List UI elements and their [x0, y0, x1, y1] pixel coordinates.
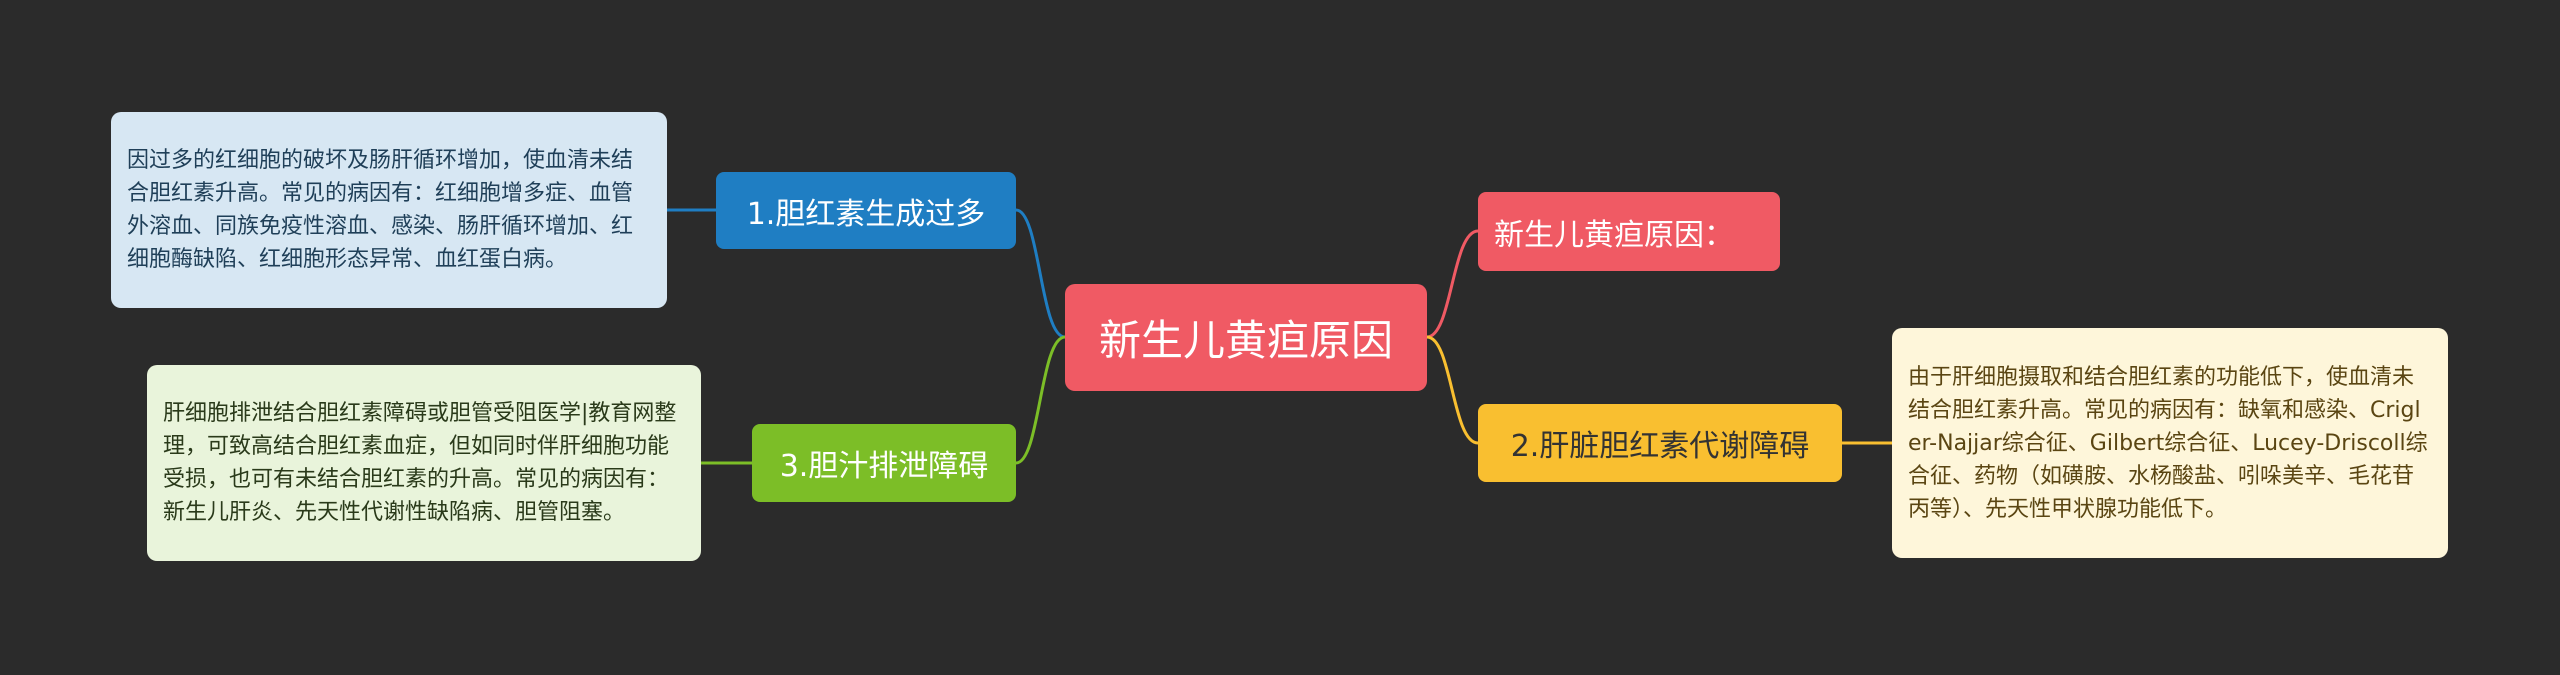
description-node-1[interactable]: 因过多的红细胞的破坏及肠肝循环增加，使血清未结合胆红素升高。常见的病因有：红细胞… — [111, 112, 667, 308]
description-node-3[interactable]: 肝细胞排泄结合胆红素障碍或胆管受阻医学|教育网整理，可致高结合胆红素血症，但如同… — [147, 365, 701, 561]
branch-node-1[interactable]: 1.胆红素生成过多 — [716, 172, 1016, 249]
branch-node-2[interactable]: 2.肝脏胆红素代谢障碍 — [1478, 404, 1842, 482]
central-topic-label: 新生儿黄疸原因 — [1098, 316, 1393, 365]
description-2-text: 由于肝细胞摄取和结合胆红素的功能低下，使血清未结合胆红素升高。常见的病因有：缺氧… — [1908, 364, 2428, 522]
link-central-to-branch-title — [1426, 229, 1479, 339]
branch-node-3[interactable]: 3.胆汁排泄障碍 — [752, 424, 1016, 502]
branch-2-label: 2.肝脏胆红素代谢障碍 — [1510, 429, 1810, 464]
link-central-to-branch-1 — [1015, 208, 1066, 339]
link-central-to-branch-2 — [1426, 335, 1479, 445]
description-node-2[interactable]: 由于肝细胞摄取和结合胆红素的功能低下，使血清未结合胆红素升高。常见的病因有：缺氧… — [1892, 328, 2448, 558]
central-topic[interactable]: 新生儿黄疸原因 — [1065, 284, 1427, 391]
branch-3-label: 3.胆汁排泄障碍 — [779, 449, 989, 484]
link-central-to-branch-3 — [1015, 335, 1066, 465]
branch-title-label: 新生儿黄疸原因： — [1494, 217, 1734, 253]
description-3-text: 肝细胞排泄结合胆红素障碍或胆管受阻医学|教育网整理，可致高结合胆红素血症，但如同… — [163, 401, 677, 525]
description-1-text: 因过多的红细胞的破坏及肠肝循环增加，使血清未结合胆红素升高。常见的病因有：红细胞… — [127, 148, 634, 272]
branch-1-label: 1.胆红素生成过多 — [746, 196, 986, 232]
branch-node-title[interactable]: 新生儿黄疸原因： — [1478, 192, 1780, 271]
